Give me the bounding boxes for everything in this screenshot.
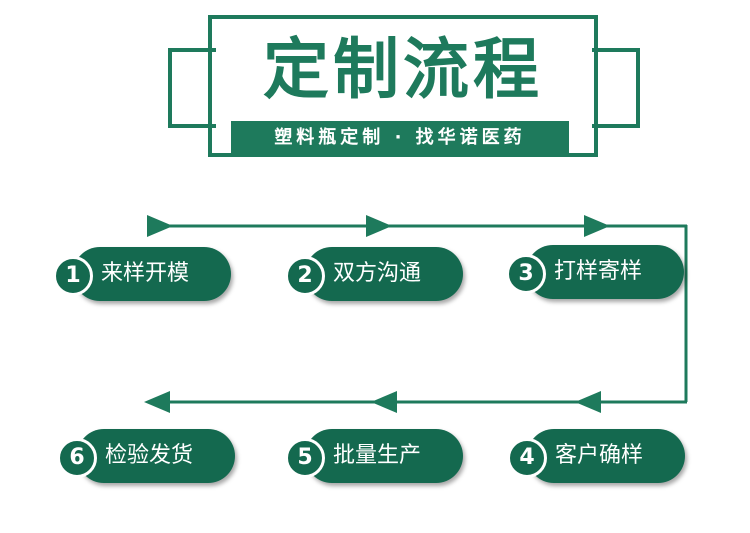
step-pill (73, 247, 231, 301)
step-pill (526, 245, 684, 299)
step-5: 5 批量生产 (285, 429, 463, 483)
step-number: 6 (57, 438, 97, 478)
arrow-right-icon (147, 215, 173, 237)
step-pill (305, 247, 463, 301)
step-label: 来样开模 (101, 261, 190, 286)
step-number: 4 (507, 438, 547, 478)
step-pill (305, 429, 463, 483)
step-pill (527, 429, 685, 483)
step-label: 检验发货 (105, 443, 194, 468)
arrow-right-icon (366, 215, 392, 237)
arrow-left-icon (371, 391, 397, 413)
step-label: 双方沟通 (333, 261, 422, 286)
step-number: 3 (506, 254, 546, 294)
arrow-left-icon (144, 391, 170, 413)
step-number: 5 (285, 438, 325, 478)
step-label: 打样寄样 (554, 259, 643, 284)
title-right-bracket (592, 48, 640, 128)
step-2: 2 双方沟通 (285, 247, 463, 301)
step-label: 客户确样 (555, 443, 644, 468)
title-left-bracket (168, 48, 216, 128)
subtitle-banner: 塑料瓶定制 · 找华诺医药 (231, 121, 569, 155)
page-title: 定制流程 (263, 31, 543, 108)
step-label: 批量生产 (333, 443, 422, 468)
step-number: 1 (53, 256, 93, 296)
title-frame (208, 15, 598, 157)
step-6: 6 检验发货 (57, 429, 235, 483)
arrow-left-icon (575, 391, 601, 413)
step-3: 3 打样寄样 (506, 245, 684, 299)
step-pill (77, 429, 235, 483)
arrow-right-icon (584, 215, 610, 237)
step-4: 4 客户确样 (507, 429, 685, 483)
step-1: 1 来样开模 (53, 247, 231, 301)
step-number: 2 (285, 256, 325, 296)
